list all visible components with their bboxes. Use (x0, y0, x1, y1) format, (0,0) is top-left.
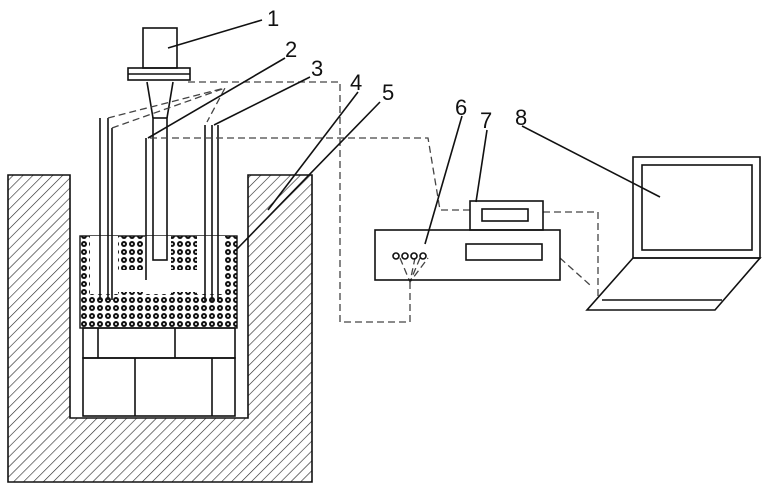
support-base (82, 327, 236, 417)
electrodes (99, 118, 219, 302)
label-7: 7 (480, 108, 492, 133)
wiring (107, 81, 599, 323)
furnace-wall (7, 174, 313, 483)
top-device (127, 27, 191, 261)
leader-lines (147, 19, 661, 251)
label-5: 5 (382, 80, 394, 105)
label-2: 2 (285, 37, 297, 62)
label-3: 3 (311, 56, 323, 81)
display-unit (469, 200, 544, 231)
crucible (79, 235, 238, 329)
callout-labels: 1 2 3 4 5 6 7 8 (267, 6, 527, 133)
laptop-computer (585, 156, 762, 311)
label-1: 1 (267, 6, 279, 31)
label-4: 4 (350, 70, 362, 95)
label-8: 8 (515, 105, 527, 130)
meter-unit (374, 229, 561, 281)
label-6: 6 (455, 95, 467, 120)
